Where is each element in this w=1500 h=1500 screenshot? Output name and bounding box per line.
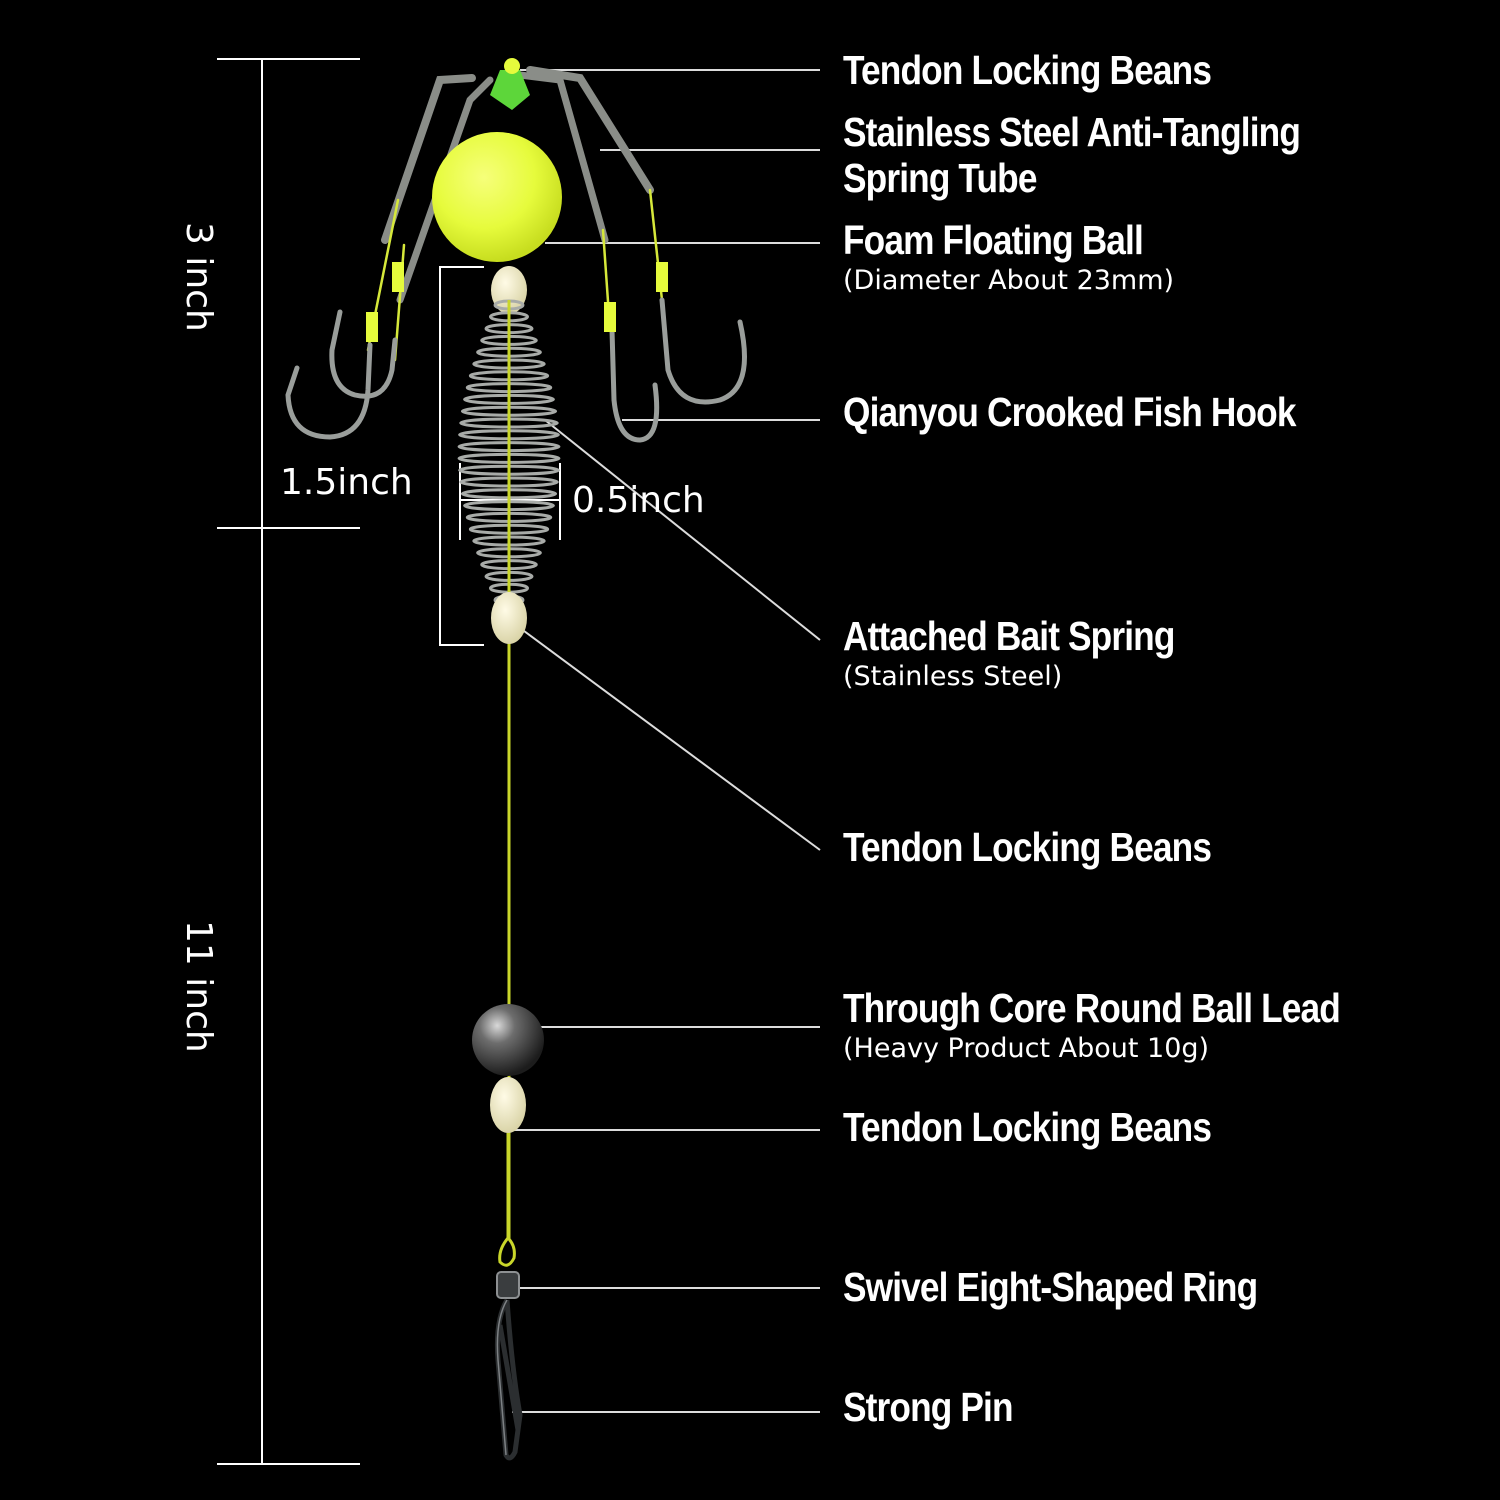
sleeve-2 <box>366 312 378 342</box>
dimension-lines <box>217 58 561 1465</box>
callout-spring-tube: Stainless Steel Anti-Tangling Spring Tub… <box>843 109 1374 201</box>
swivel-ring <box>496 1236 520 1299</box>
callout-subtitle: (Diameter About 23mm) <box>843 265 1175 296</box>
callout-fish-hook: Qianyou Crooked Fish Hook <box>843 389 1369 435</box>
bottom-height-label: 11 inch <box>178 920 219 1053</box>
spring-length-label: 1.5inch <box>280 462 413 503</box>
callout-title: Stainless Steel Anti-Tangling <box>843 109 1301 155</box>
callout-title: Strong Pin <box>843 1384 1014 1430</box>
arm-right <box>516 71 609 244</box>
callout-title: Tendon Locking Beans <box>843 1104 1212 1150</box>
sleeve-4 <box>656 262 668 292</box>
arm-far-right <box>526 66 654 194</box>
arm-far-left <box>381 74 476 244</box>
top-clip <box>490 70 530 110</box>
spring-bottom-bean <box>491 592 527 644</box>
callout-title: Tendon Locking Beans <box>843 824 1212 870</box>
callout-float-ball: Foam Floating Ball (Diameter About 23mm) <box>843 217 1192 297</box>
top-bead <box>504 58 520 74</box>
callout-title: Swivel Eight-Shaped Ring <box>843 1264 1258 1310</box>
leader-bait-spring <box>544 419 821 641</box>
callout-title-line2: Spring Tube <box>843 155 1037 201</box>
callout-subtitle: (Heavy Product About 10g) <box>843 1033 1210 1064</box>
sleeve-3 <box>604 302 616 332</box>
callout-title: Attached Bait Spring <box>843 613 1175 659</box>
callout-ball-lead: Through Core Round Ball Lead (Heavy Prod… <box>843 985 1421 1065</box>
callout-title: Qianyou Crooked Fish Hook <box>843 389 1296 435</box>
callout-bait-spring: Attached Bait Spring (Stainless Steel) <box>843 613 1228 693</box>
top-height-label: 3 inch <box>178 222 219 332</box>
callout-strong-pin: Strong Pin <box>843 1384 1040 1430</box>
callout-subtitle: (Stainless Steel) <box>843 661 1063 692</box>
leader-mid-beans <box>519 627 821 851</box>
callout-swivel-ring: Swivel Eight-Shaped Ring <box>843 1264 1325 1310</box>
arm-left <box>396 76 494 304</box>
callout-mid-locking-beans: Tendon Locking Beans <box>843 824 1271 870</box>
snap-pin <box>494 1298 523 1461</box>
spring-width-label: 0.5inch <box>572 480 705 521</box>
callout-title: Tendon Locking Beans <box>843 47 1212 93</box>
sleeve-1 <box>392 262 404 292</box>
spring-length-bracket <box>439 266 484 646</box>
hook-arms <box>285 66 747 443</box>
hook-far-left <box>285 342 373 440</box>
callout-bottom-locking-beans: Tendon Locking Beans <box>843 1104 1271 1150</box>
callout-title: Through Core Round Ball Lead <box>843 985 1341 1031</box>
callout-title: Foam Floating Ball <box>843 217 1144 263</box>
round-ball-lead <box>472 1004 544 1076</box>
foam-float-ball <box>432 132 562 262</box>
bottom-locking-bean <box>490 1077 526 1133</box>
hook-right <box>609 327 660 443</box>
callout-top-locking-beans: Tendon Locking Beans <box>843 47 1271 93</box>
hook-far-right <box>659 297 747 405</box>
hook-left <box>329 309 398 399</box>
